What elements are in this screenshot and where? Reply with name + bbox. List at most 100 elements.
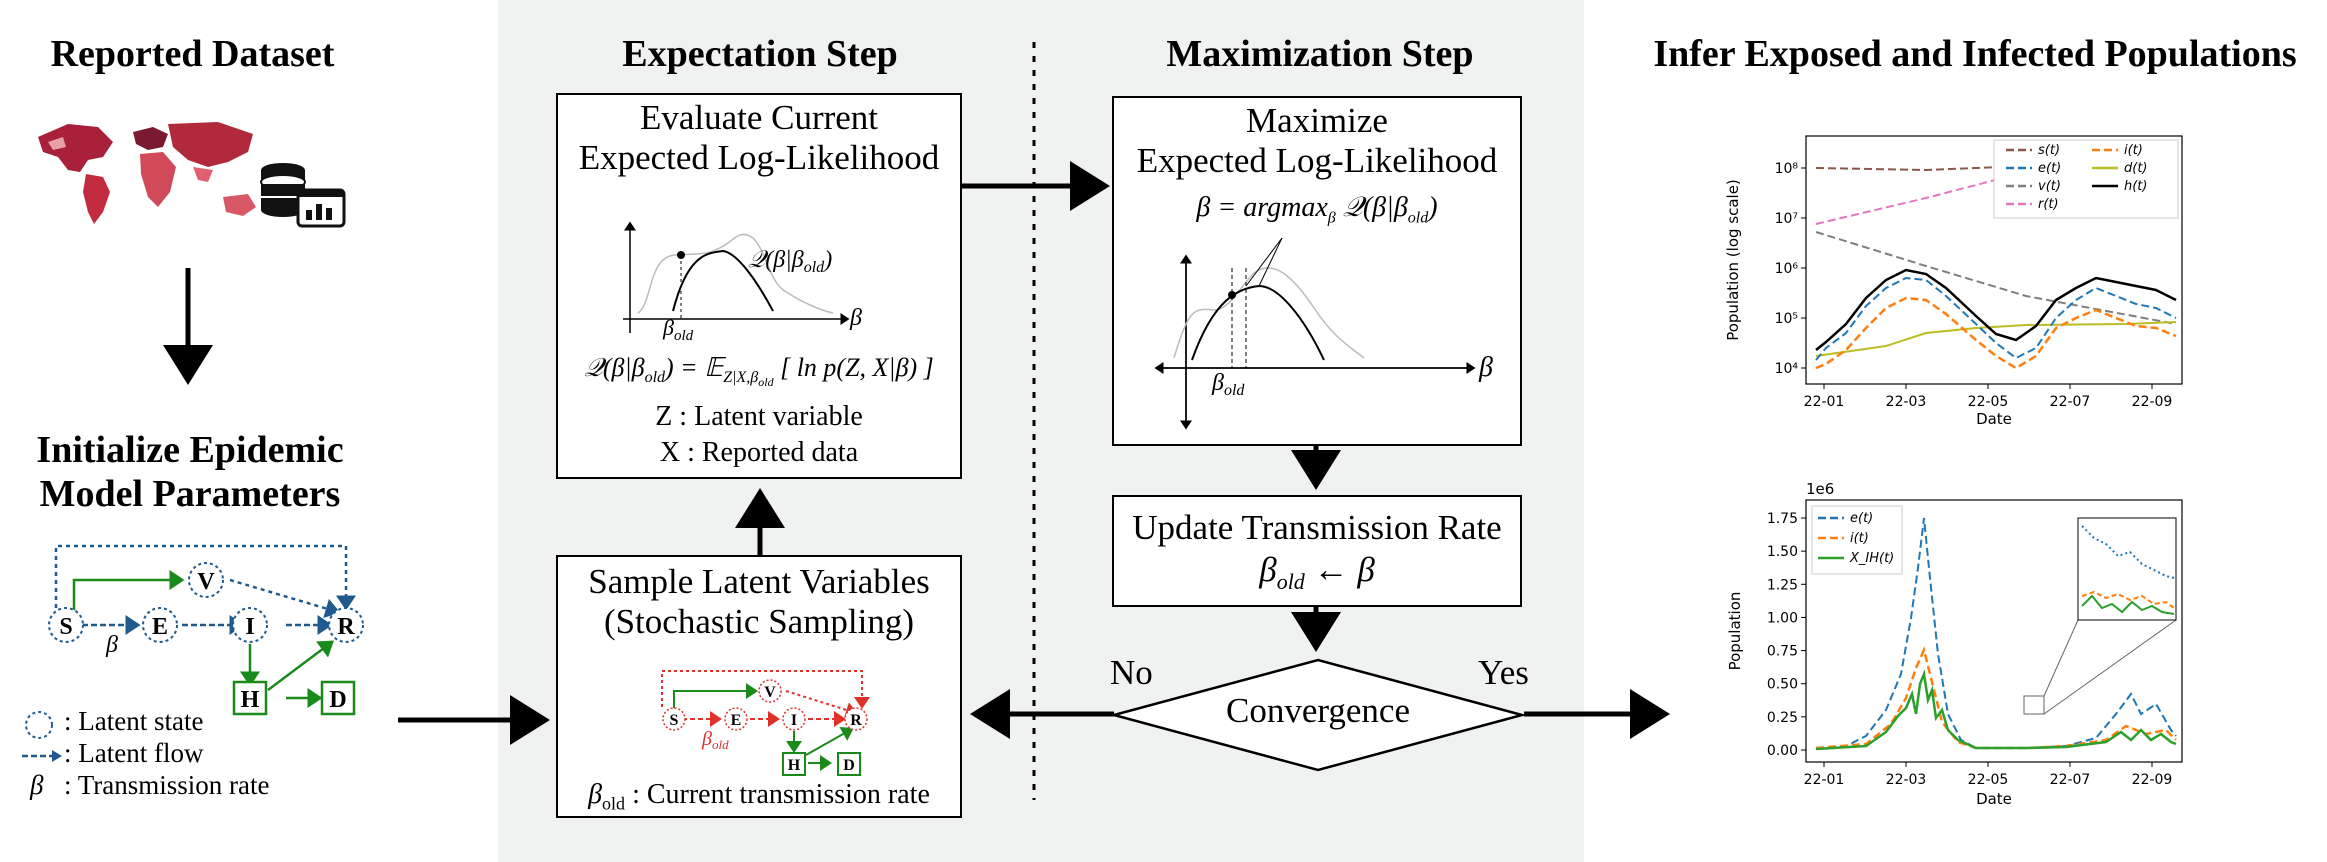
zoom-region <box>2023 695 2045 715</box>
sample-node-s: S <box>670 712 679 729</box>
node-s: S <box>59 614 72 640</box>
evaluate-title-line1: Evaluate Current <box>639 98 879 137</box>
world-map-icon <box>38 122 256 224</box>
line-v <box>1815 231 2177 325</box>
header-reported-dataset: Reported Dataset <box>50 33 335 75</box>
sample-node-d: D <box>843 757 855 774</box>
top-legend-box <box>1993 139 2179 219</box>
inset-i <box>2081 590 2175 609</box>
top-xtick: 22-03 <box>1886 394 1927 410</box>
top-xlabel: Date <box>1976 410 2012 428</box>
node-e: E <box>152 614 168 640</box>
sample-title-line2: (Stochastic Sampling) <box>603 602 915 641</box>
node-v: V <box>197 569 215 595</box>
line-s <box>1815 163 2177 172</box>
bottom-ylabel: Population <box>1726 592 1744 671</box>
node-d: D <box>329 687 346 713</box>
maximize-box: Maximize Expected Log-Likelihood β = arg… <box>1112 96 1522 446</box>
legend-latent-state: : Latent state <box>64 706 204 736</box>
update-box: Update Transmission Rate βold ← β <box>1112 495 1522 607</box>
bottom-multiplier: 1e6 <box>1806 480 1834 498</box>
bottom-ytick: 1.50 <box>1767 544 1798 560</box>
legend-latent-flow: : Latent flow <box>64 738 204 768</box>
bottom-xtick: 22-09 <box>2132 772 2173 788</box>
update-title: Update Transmission Rate <box>1132 508 1502 547</box>
top-xtick: 22-07 <box>2050 394 2091 410</box>
zoom-connector <box>2043 619 2177 715</box>
sample-node-e: E <box>731 712 742 729</box>
likelihood-plot: 𝒬(β|βold) βold β <box>623 221 862 343</box>
maximize-plot: βold β <box>1154 237 1493 430</box>
line-d <box>1815 321 2177 357</box>
evaluate-formula: 𝒬(β|βold) = 𝔼Z|X,βold [ ln p(Z, X|β) ] <box>584 353 934 390</box>
inset-box <box>2077 517 2177 621</box>
header-maximization-step: Maximization Step <box>1166 33 1474 75</box>
sample-footer: βold : Current transmission rate <box>588 779 930 814</box>
bottom-xlabel: Date <box>1976 790 2012 808</box>
top-ylabel: Population (log scale) <box>1726 179 1742 341</box>
line-x-bottom <box>1815 669 2177 751</box>
maximize-title-line1: Maximize <box>1246 101 1388 140</box>
latent-flow-icon <box>22 750 62 762</box>
top-legend-label: h(t) <box>2124 179 2147 194</box>
bottom-ytick: 0.75 <box>1767 644 1798 660</box>
top-legend-label: e(t) <box>2038 161 2061 176</box>
top-ytick: 10⁸ <box>1775 161 1799 177</box>
bottom-ytick: 1.75 <box>1767 511 1798 527</box>
convergence-diamond <box>1110 658 1526 772</box>
database-chart-icon <box>260 163 346 228</box>
sample-title-line1: Sample Latent Variables <box>588 562 930 601</box>
header-infer-populations: Infer Exposed and Infected Populations <box>1653 33 2297 75</box>
sample-node-i: I <box>791 712 797 729</box>
top-ytick: 10⁵ <box>1775 311 1798 327</box>
update-assignment: βold ← β <box>1259 550 1375 594</box>
bottom-ytick: 1.00 <box>1767 610 1798 626</box>
evaluate-title-line2: Expected Log-Likelihood <box>578 138 940 177</box>
bottom-population-chart: 1e6 22-01 22-03 22-05 22-07 22-09 0.00 0.25 0.5… <box>1726 480 2183 808</box>
top-xtick: 22-05 <box>1968 394 2009 410</box>
header-initialize-line2: Model Parameters <box>39 473 341 515</box>
line-i <box>1815 296 2177 370</box>
bottom-ytick: 0.00 <box>1767 743 1798 759</box>
line-e-bottom <box>1815 517 2177 749</box>
top-legend-label: d(t) <box>2124 161 2148 176</box>
top-xtick: 22-01 <box>1804 394 1845 410</box>
top-legend-label: i(t) <box>2124 143 2143 158</box>
node-r: R <box>337 614 355 640</box>
line-h <box>1815 268 2177 351</box>
line-e <box>1815 276 2177 361</box>
bottom-xtick: 22-05 <box>1968 772 2009 788</box>
inset-e <box>2081 525 2175 579</box>
bottom-legend-label: X_IH(t) <box>1849 551 1894 566</box>
node-h: H <box>241 687 260 713</box>
evaluate-beta-axis: β <box>849 305 862 331</box>
sample-seir-diagram: V S E I R H D βold <box>661 670 870 776</box>
top-ytick: 10⁶ <box>1775 261 1799 277</box>
bottom-ytick: 0.50 <box>1767 677 1798 693</box>
bottom-ytick: 1.25 <box>1767 577 1798 593</box>
header-initialize-line1: Initialize Epidemic <box>36 429 344 471</box>
node-i: I <box>245 614 254 640</box>
bottom-xtick: 22-03 <box>1886 772 1927 788</box>
beta-label: β <box>105 632 118 658</box>
bottom-legend-label: e(t) <box>1850 511 1873 526</box>
evaluate-z-definition: Z : Latent variable <box>655 401 863 432</box>
inset-x <box>2081 594 2175 615</box>
maximize-title-line2: Expected Log-Likelihood <box>1136 141 1498 180</box>
top-ytick: 10⁷ <box>1775 211 1798 227</box>
convergence-no-label: No <box>1110 653 1153 692</box>
convergence-label: Convergence <box>1225 691 1410 730</box>
bottom-legend-label: i(t) <box>1850 531 1869 546</box>
top-ytick: 10⁴ <box>1775 361 1799 377</box>
convergence-yes-label: Yes <box>1478 653 1529 692</box>
bottom-xtick: 22-07 <box>2050 772 2091 788</box>
maximize-beta-axis: β <box>1478 352 1493 383</box>
top-xtick: 22-09 <box>2132 394 2173 410</box>
legend-beta-symbol: β <box>30 770 44 800</box>
maximize-beta-old: βold <box>1211 370 1245 399</box>
bottom-xtick: 22-01 <box>1804 772 1845 788</box>
line-i-bottom <box>1815 646 2177 750</box>
bottom-ytick: 0.25 <box>1767 710 1798 726</box>
evaluate-x-definition: X : Reported data <box>659 437 859 468</box>
